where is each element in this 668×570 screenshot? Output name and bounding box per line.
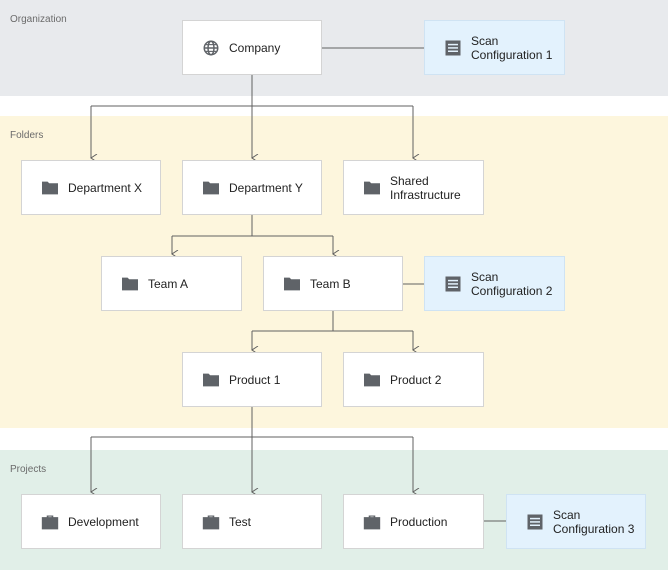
development-node[interactable]: Development <box>21 494 161 549</box>
test-label: Test <box>229 514 252 529</box>
team-b-label: Team B <box>310 276 351 291</box>
scan-config-icon <box>525 512 545 532</box>
production-label: Production <box>390 514 448 529</box>
company-node[interactable]: Company <box>182 20 322 75</box>
organization-band-label: Organization <box>10 14 67 25</box>
scan-config-3-node[interactable]: Scan Configuration 3 <box>506 494 646 549</box>
product-2-label: Product 2 <box>390 372 442 387</box>
product-2-node[interactable]: Product 2 <box>343 352 484 407</box>
globe-icon <box>201 38 221 58</box>
department-y-label: Department Y <box>229 180 303 195</box>
folder-icon <box>362 178 382 198</box>
department-x-node[interactable]: Department X <box>21 160 161 215</box>
folder-icon <box>201 178 221 198</box>
product-1-node[interactable]: Product 1 <box>182 352 322 407</box>
scan-config-2-label: Scan Configuration 2 <box>471 269 553 298</box>
test-node[interactable]: Test <box>182 494 322 549</box>
folder-icon <box>120 274 140 294</box>
folder-icon <box>201 370 221 390</box>
product-1-label: Product 1 <box>229 372 281 387</box>
production-node[interactable]: Production <box>343 494 484 549</box>
folder-icon <box>40 178 60 198</box>
scan-config-2-node[interactable]: Scan Configuration 2 <box>424 256 565 311</box>
scan-config-1-label: Scan Configuration 1 <box>471 33 553 62</box>
folders-band-label: Folders <box>10 130 44 141</box>
briefcase-icon <box>201 512 221 532</box>
team-a-label: Team A <box>148 276 189 291</box>
company-label: Company <box>229 40 281 55</box>
scan-config-icon <box>443 274 463 294</box>
scan-config-3-label: Scan Configuration 3 <box>553 507 635 536</box>
shared-infrastructure-node[interactable]: Shared Infrastructure <box>343 160 484 215</box>
folder-icon <box>282 274 302 294</box>
briefcase-icon <box>40 512 60 532</box>
briefcase-icon <box>362 512 382 532</box>
scan-config-1-node[interactable]: Scan Configuration 1 <box>424 20 565 75</box>
scan-config-icon <box>443 38 463 58</box>
team-a-node[interactable]: Team A <box>101 256 242 311</box>
projects-band-label: Projects <box>10 464 47 475</box>
department-y-node[interactable]: Department Y <box>182 160 322 215</box>
shared-infrastructure-label: Shared Infrastructure <box>390 173 461 202</box>
folder-icon <box>362 370 382 390</box>
team-b-node[interactable]: Team B <box>263 256 403 311</box>
department-x-label: Department X <box>68 180 143 195</box>
development-label: Development <box>68 514 139 529</box>
